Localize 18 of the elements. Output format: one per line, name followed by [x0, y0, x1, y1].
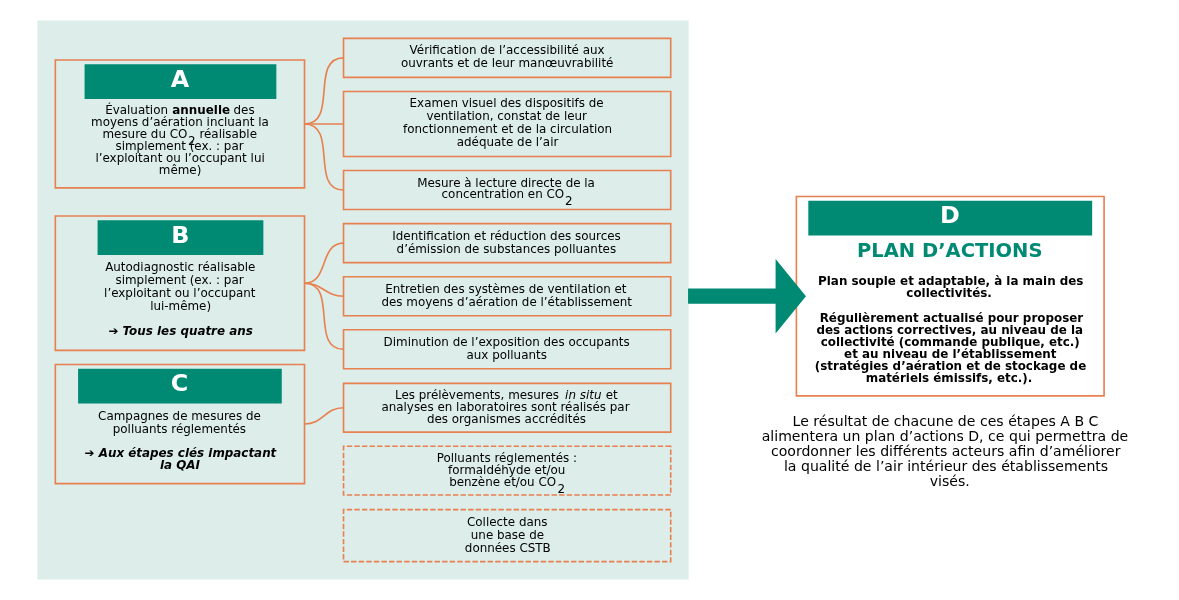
node-box: D PLAN D’ACTIONS Plan souple et adaptable, à la main des collectivités. Régulièrement actualisé pour proposer des actions correctives, au niveau de la collectivité (commande publique, etc.) et au niveau de l’établissement (stratégies d’aération et de stockage de matériels émissifs, etc.).	[795, 195, 1105, 397]
connector	[303, 123, 344, 191]
node-box: B Autodiagnostic réalisable simplement (ex. : par l’exploitant ou l’occupant lui-même) ➔ Tous les quatre ans	[54, 215, 305, 352]
node-box: Examen visuel des dispositifs de ventilation, constat de leur fonctionnement et de la circulation adéquate de l’air	[342, 90, 672, 158]
connector	[303, 282, 344, 298]
node-box: Vérification de l’accessibilité aux ouvrants et de leur manœuvrabilité	[342, 37, 672, 79]
connector	[303, 282, 344, 351]
cluster	[36, 20, 689, 580]
arrow	[687, 259, 806, 334]
node-box: Diminution de l’exposition des occupants aux polluants	[342, 328, 672, 370]
connector	[303, 407, 344, 425]
label: Le résultat de chacune de ces étapes A B C alimentera un plan d’actions D, ce qui permettra de coordonner les différents acteurs afin d’améliorer la qualité de l’air intérieur des établissements visés.	[761, 412, 1128, 490]
node-box: Les prélèvements, mesures in situ et analyses en laboratoires sont réalisés par des organismes accrédités	[342, 382, 672, 433]
connector	[303, 242, 344, 285]
node-box: Collecte dans une base de données CSTB	[342, 508, 672, 563]
node-box: C Campagnes de mesures de polluants réglementés ➔ Aux étapes clés impactant la QAI	[54, 363, 305, 485]
node-box: Entretien des systèmes de ventilation et des moyens d’aération de l’établissement	[342, 275, 672, 317]
node-box: Identification et réduction des sources d’émission de substances polluantes	[342, 222, 672, 264]
